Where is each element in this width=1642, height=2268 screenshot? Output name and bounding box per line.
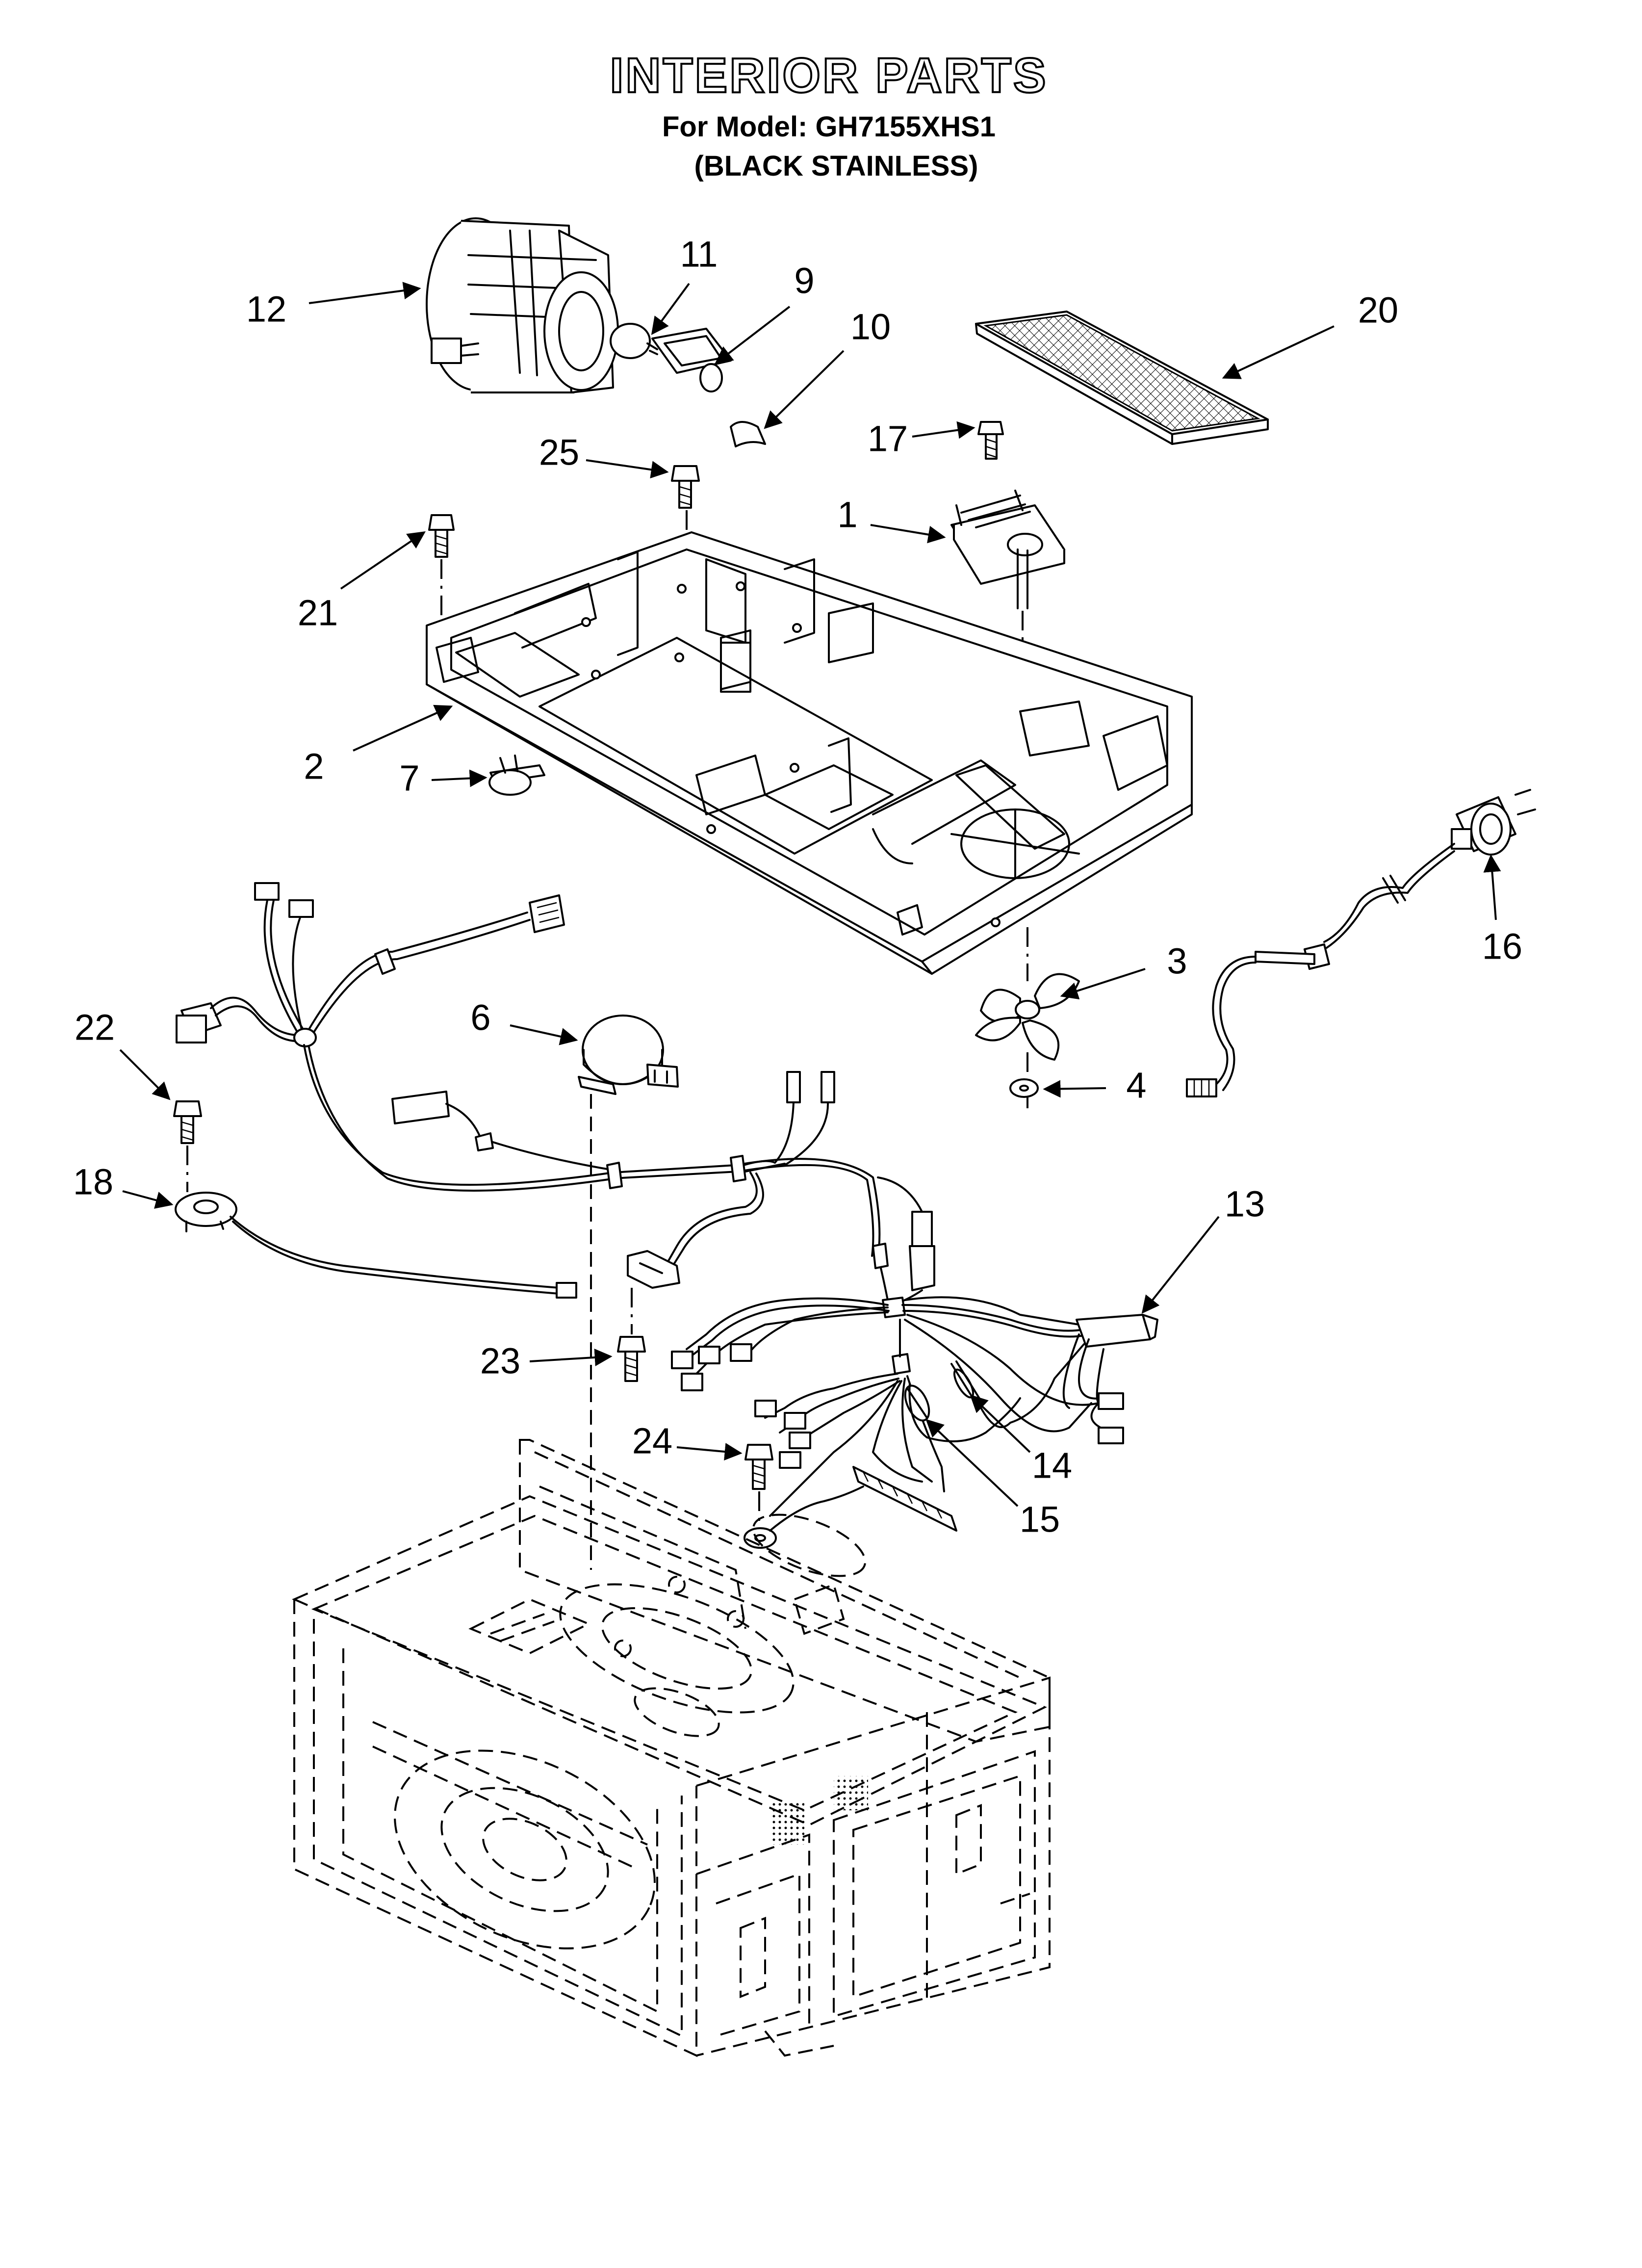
part-7-thermal-cutout: [488, 755, 545, 796]
title-block: INTERIOR PARTS For Model: GH7155XHS1 (BL…: [609, 47, 1048, 182]
callout-2: 2: [304, 746, 324, 787]
callout-11: 11: [680, 234, 718, 275]
part-10-clip: [730, 421, 766, 447]
part-11-bulb: [610, 323, 658, 359]
part-17-screw: [977, 421, 1004, 460]
part-25-screw: [671, 465, 700, 509]
callout-22: 22: [75, 1007, 115, 1048]
part-1-heatsink: [950, 490, 1065, 609]
callout-23: 23: [480, 1341, 520, 1382]
callout-18: 18: [73, 1162, 113, 1202]
callout-25: 25: [539, 432, 579, 473]
finish-line: (BLACK STAINLESS): [694, 150, 978, 182]
callout-7: 7: [399, 758, 419, 799]
callout-3: 3: [1167, 941, 1187, 982]
callout-21: 21: [298, 593, 338, 633]
part-18-sensor: [175, 1192, 577, 1299]
callout-24: 24: [632, 1421, 672, 1461]
callout-12: 12: [246, 289, 286, 330]
callout-13: 13: [1225, 1184, 1265, 1225]
part-22-screw: [173, 1100, 202, 1144]
part-24-screw: [744, 1444, 864, 1549]
callout-14: 14: [1032, 1445, 1072, 1486]
callout-6: 6: [470, 997, 490, 1038]
part-6-buzzer: [578, 1015, 679, 1095]
callout-1: 1: [837, 495, 857, 535]
callout-9: 9: [794, 261, 814, 301]
callout-15: 15: [1020, 1499, 1060, 1540]
part-4-washer: [1009, 1078, 1039, 1098]
oven-cavity-reference: [292, 1439, 1051, 2058]
callout-10: 10: [850, 307, 891, 347]
part-12-blower: [426, 217, 619, 393]
part-13-wire-harness: [176, 882, 1158, 1532]
part-3-fan-blade: [975, 973, 1080, 1061]
part-16-power-cord: [1186, 789, 1536, 1097]
callout-20: 20: [1358, 290, 1398, 331]
callout-16: 16: [1482, 926, 1522, 967]
part-2-base-plate: [426, 531, 1193, 975]
part-21-screw: [428, 514, 455, 558]
page-title: INTERIOR PARTS: [610, 48, 1048, 103]
part-9-socket: [651, 328, 732, 392]
model-line: For Model: GH7155XHS1: [662, 111, 996, 143]
callout-4: 4: [1126, 1065, 1146, 1106]
part-20-filter: [975, 311, 1269, 445]
callout-17: 17: [868, 418, 908, 459]
part-23-screw: [617, 1336, 646, 1382]
